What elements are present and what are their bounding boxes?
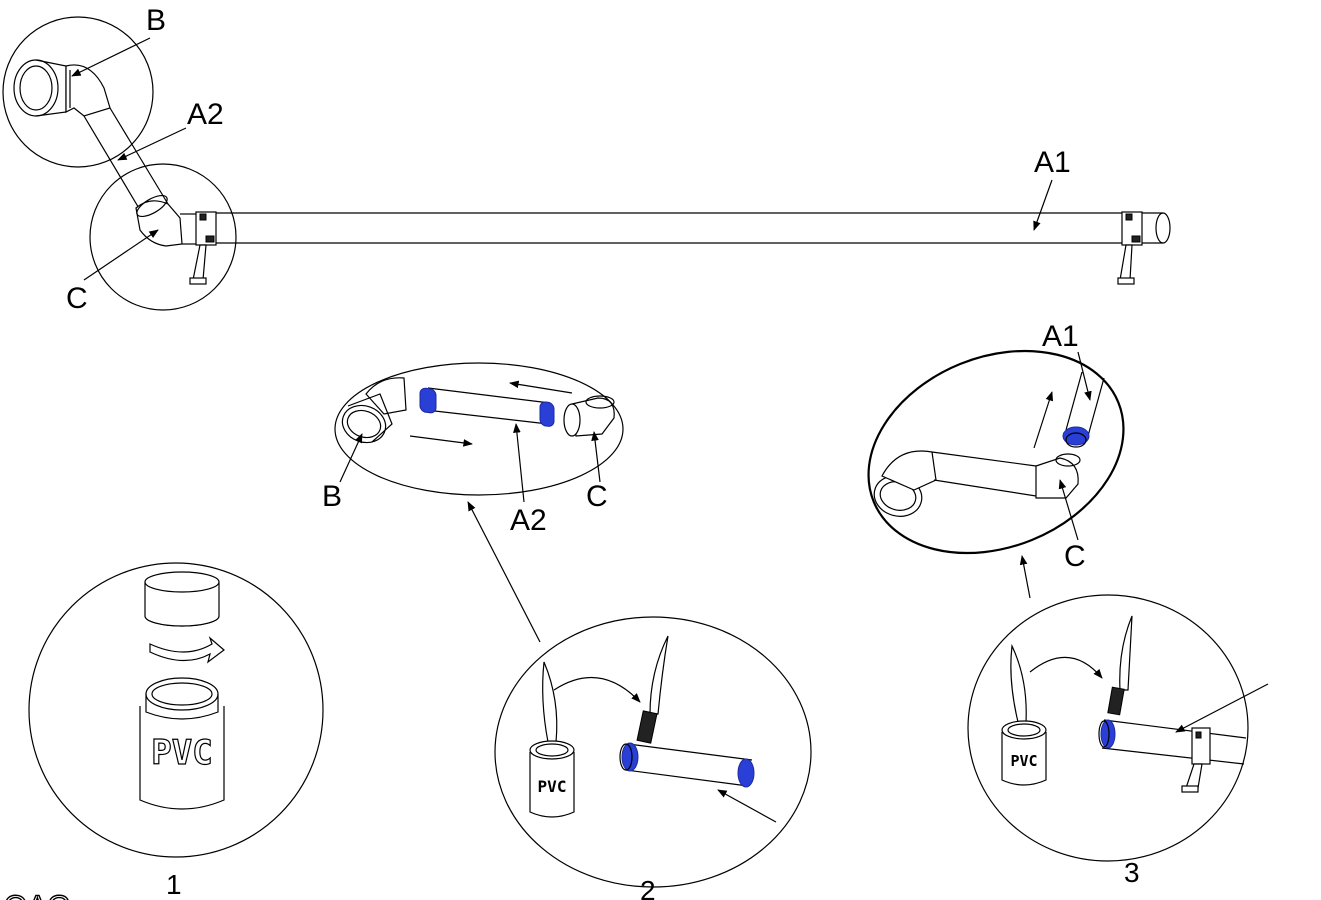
step-2-to-exploded-arrow — [467, 501, 541, 643]
twist-arrow — [149, 636, 225, 664]
exploded-view-ellipse: B A2 C — [322, 362, 624, 537]
step-number-1: 1 — [166, 869, 182, 900]
label-c-right: C — [1064, 540, 1086, 573]
elbow-b-connected — [873, 450, 937, 517]
wall-bracket-right — [1117, 211, 1143, 285]
cement-lid — [144, 571, 220, 627]
label-b-top: B — [146, 4, 166, 37]
brush-step3 — [1107, 615, 1133, 716]
pipe-a1-stub — [1062, 371, 1105, 448]
pipe-a2-diagonal — [83, 107, 169, 211]
label-a2-middle: A2 — [510, 504, 547, 537]
elbow-c-exploded — [563, 395, 615, 437]
elbow-fitting-c — [135, 194, 196, 247]
step-2-circle: PVC — [467, 501, 812, 888]
wall-bracket-left — [189, 211, 217, 285]
pipe-a1-long — [215, 212, 1171, 244]
label-a2-top: A2 — [187, 98, 224, 131]
pvc-label-step2: PVC — [538, 777, 567, 796]
detail-circle-b — [2, 16, 154, 168]
elbow-fitting-b — [13, 59, 111, 117]
top-assembly-view: B A2 A1 C — [2, 4, 1171, 315]
brush-step2 — [636, 635, 669, 744]
detail-circle-c — [89, 163, 237, 311]
label-b-middle: B — [322, 480, 342, 513]
connection-view-ellipse: A1 C — [867, 320, 1125, 573]
pvc-cement-can: PVC — [139, 677, 225, 810]
step-3-to-connection-arrow — [1019, 555, 1031, 599]
step-number-3: 3 — [1124, 857, 1140, 888]
step-number-2: 2 — [640, 875, 656, 900]
pipe-a1-step3 — [1098, 719, 1247, 793]
pvc-label-step3: PVC — [1010, 752, 1037, 770]
label-a1-right: A1 — [1042, 320, 1079, 353]
brush-in-can-step3: PVC — [1001, 643, 1047, 786]
pipe-a2-exploded — [419, 387, 555, 427]
label-c-top: C — [66, 282, 88, 315]
label-c-middle: C — [586, 480, 608, 513]
partial-bottom-text: OAG — [4, 890, 71, 900]
step-1-circle: PVC — [28, 562, 324, 858]
pipe-a2-step2 — [619, 742, 755, 788]
pvc-label-large: PVC — [151, 733, 212, 773]
elbow-b-exploded — [341, 377, 407, 444]
label-a1-top: A1 — [1034, 146, 1071, 179]
elbow-c-connected — [1035, 453, 1081, 499]
step-3-circle: PVC — [967, 555, 1269, 862]
pipe-a2-connected — [931, 451, 1037, 497]
brush-in-can: PVC — [529, 661, 575, 818]
